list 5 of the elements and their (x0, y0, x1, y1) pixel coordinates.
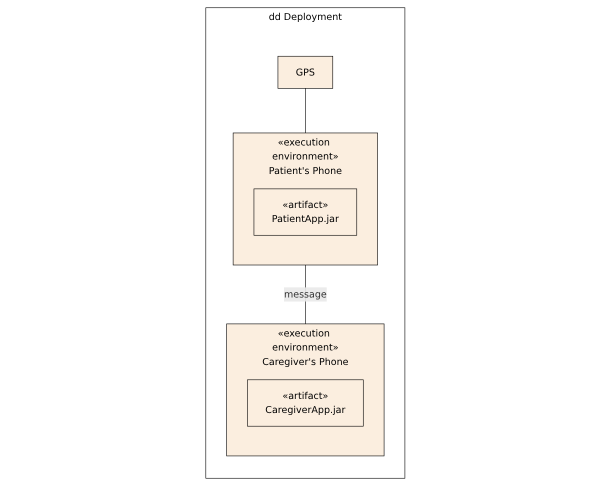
connector (305, 88, 306, 133)
node-box: «artifact» CaregiverApp.jar (247, 379, 364, 426)
node-box: GPS (278, 55, 334, 88)
node-box: «artifact» PatientApp.jar (254, 188, 358, 236)
edge-label: message (284, 288, 327, 300)
